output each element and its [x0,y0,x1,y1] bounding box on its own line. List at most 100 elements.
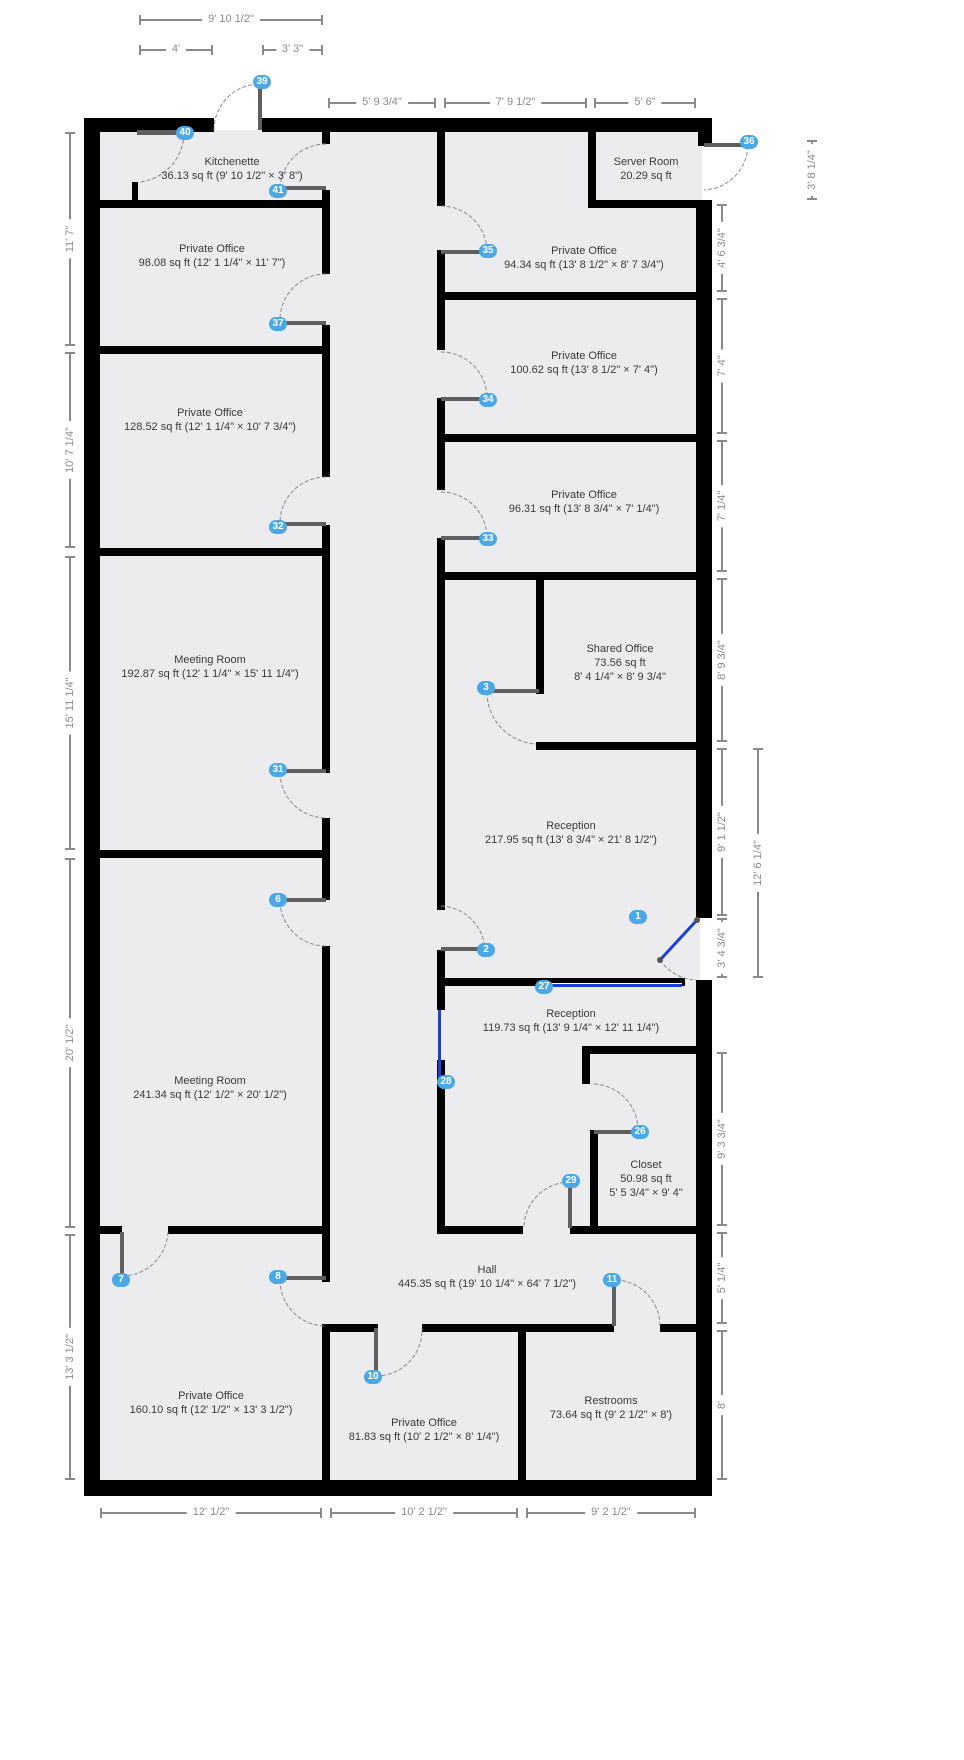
door-leaf [282,186,326,190]
room-kitchenette: Kitchenette 36.13 sq ft (9' 10 1/2" × 3'… [161,155,302,183]
dimension-right: 3' 4 3/4" [716,918,728,978]
opening-marker-28[interactable]: 28 [437,1075,455,1089]
door-marker-36[interactable]: 36 [740,135,758,149]
room-reception: Reception 119.73 sq ft (13' 9 1/4" × 12'… [483,1007,659,1035]
room-name: Meeting Room [174,654,246,666]
door-marker-41[interactable]: 41 [269,184,287,198]
wall [437,250,445,350]
dimension-bottom: 10' 2 1/2" [330,1506,518,1518]
entry-marker-1[interactable]: 1 [629,910,647,924]
dimension-label: 12' 1/2" [186,1506,236,1518]
door-marker-6[interactable]: 6 [269,893,287,907]
dimension-label: 11' 7" [64,219,76,259]
room-area: 98.08 sq ft (12' 1 1/4" × 11' 7") [138,257,286,269]
door-marker-11[interactable]: 11 [603,1273,621,1287]
dimension-label: 12' 6 1/4" [752,834,764,892]
door-leaf [612,1280,616,1326]
room-name: Private Office [551,489,617,501]
door-leaf [282,321,326,325]
door-marker-35[interactable]: 35 [479,244,497,258]
door-marker-2[interactable]: 2 [477,943,495,957]
wall [322,525,330,773]
wall [322,946,330,1282]
room-area: 20.29 sq ft [620,170,672,182]
room-dims: 5' 5 3/4" × 9' 4" [609,1187,683,1199]
dimension-left: 15' 11 1/4" [64,556,76,850]
wall [437,1060,445,1232]
room-name: Reception [546,1008,596,1020]
wall [437,978,685,986]
door-marker-32[interactable]: 32 [269,520,287,534]
door-marker-37[interactable]: 37 [269,317,287,331]
door-leaf [594,1130,638,1134]
room-area: 160.10 sq ft (12' 1/2" × 13' 3 1/2") [129,1404,293,1416]
room-restrooms: Restrooms 73.64 sq ft (9' 2 1/2" × 8') [550,1394,672,1422]
wall [437,1226,523,1234]
dimension-label: 10' 2 1/2" [395,1506,453,1518]
room-name: Private Office [178,1390,244,1402]
wall [322,132,330,144]
wall [518,1324,526,1484]
room-area: 96.31 sq ft (13' 8 3/4" × 7' 1/4") [508,503,660,515]
wall [582,1046,590,1084]
dimension-label: 7' 4" [716,349,728,383]
dimension-top: 5' 9 3/4" [328,96,436,108]
door-marker-7[interactable]: 7 [112,1273,130,1287]
room-name: Hall [477,1264,497,1276]
wall [437,538,445,910]
dimension-bottom: 9' 2 1/2" [526,1506,696,1518]
wall [437,292,700,300]
dimension-label: 5' 9 3/4" [356,96,408,108]
door-marker-29[interactable]: 29 [562,1174,580,1188]
dimension-left: 10' 7 1/4" [64,352,76,548]
dimension-top: 9' 10 1/2" [139,13,323,25]
outer-wall-bottom [84,1480,712,1496]
wall [168,1226,328,1234]
dimension-top: 4' [139,43,213,55]
room-private-office: Private Office 81.83 sq ft (10' 2 1/2" ×… [349,1416,500,1444]
outer-wall-right-2 [696,200,712,918]
room-area: 445.35 sq ft (19' 10 1/4" × 64' 7 1/2") [397,1278,577,1290]
wall [98,850,328,858]
wall [98,346,328,354]
dimension-label: 5' 6" [628,96,662,108]
dimension-label: 8' [716,1394,728,1416]
dimension-label: 3' 4 3/4" [716,922,728,974]
room-name: Meeting Room [174,1075,246,1087]
wall [660,1324,700,1332]
door-marker-26[interactable]: 26 [631,1125,649,1139]
door-leaf [137,130,189,135]
outer-wall-right-3 [696,980,712,1496]
wall [588,200,700,208]
opening-marker-27[interactable]: 27 [535,980,553,994]
door-marker-34[interactable]: 34 [479,393,497,407]
wall [437,130,445,206]
door-marker-33[interactable]: 33 [479,532,497,546]
door-leaf [441,536,487,540]
dimension-label: 10' 7 1/4" [64,421,76,479]
door-marker-8[interactable]: 8 [269,1270,287,1284]
room-private-office: Private Office 94.34 sq ft (13' 8 1/2" ×… [504,244,664,272]
room-area: 128.52 sq ft (12' 1 1/4" × 10' 7 3/4") [124,421,296,433]
door-leaf [282,522,326,526]
door-leaf [441,250,487,254]
dimension-label: 7' 9 1/2" [489,96,542,108]
dimension-label: 3' 8 1/4" [806,144,818,196]
door-leaf [282,1276,326,1280]
dimension-right: 9' 3 3/4" [716,1052,728,1226]
room-shared-office: Shared Office 73.56 sq ft 8' 4 1/4" × 8'… [574,642,666,684]
door-marker-39[interactable]: 39 [253,75,271,89]
dimension-left: 11' 7" [64,132,76,346]
dimension-left: 13' 3 1/2" [64,1234,76,1480]
dimension-right: 7' 4" [716,298,728,434]
door-marker-3[interactable]: 3 [477,681,495,695]
door-marker-31[interactable]: 31 [269,763,287,777]
wall [570,1226,700,1234]
room-meeting-room: Meeting Room 241.34 sq ft (12' 1/2" × 20… [133,1074,287,1102]
dimension-right: 3' 8 1/4" [806,140,818,200]
room-private-office: Private Office 98.08 sq ft (12' 1 1/4" ×… [139,242,286,270]
door-leaf [120,1232,124,1278]
door-marker-10[interactable]: 10 [364,1370,382,1384]
door-marker-40[interactable]: 40 [176,126,194,140]
